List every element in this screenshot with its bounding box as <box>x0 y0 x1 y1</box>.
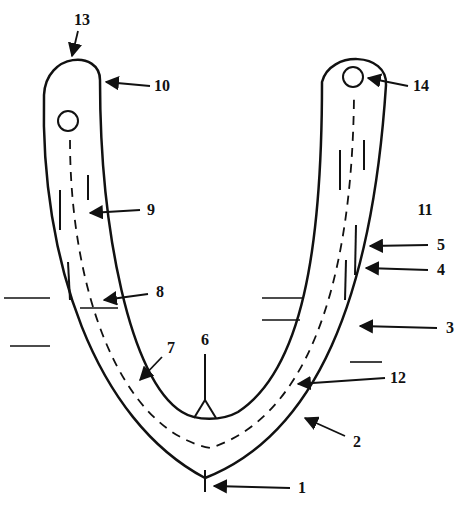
callout-number: 2 <box>351 433 363 451</box>
callout-number: 5 <box>435 236 447 254</box>
nail-hole <box>343 67 363 87</box>
callout-number: 12 <box>388 369 408 387</box>
callout-number: 1 <box>296 479 308 497</box>
groove-marks <box>60 140 364 300</box>
callout-number: 10 <box>152 77 172 95</box>
arch-outline <box>44 59 386 478</box>
nail-hole <box>58 111 78 131</box>
callout-number: 11 <box>415 201 434 219</box>
leader-arrows <box>72 31 437 488</box>
callout-number: 4 <box>435 261 447 279</box>
callout-number: 6 <box>199 331 211 349</box>
center-line <box>70 96 354 448</box>
callout-number: 13 <box>72 11 92 29</box>
reference-lines <box>4 298 382 362</box>
callout-number: 14 <box>411 77 431 95</box>
callout-number: 7 <box>165 339 177 357</box>
callout-number: 9 <box>145 201 157 219</box>
notch-marks <box>194 354 216 492</box>
callout-number: 8 <box>154 283 166 301</box>
callout-number: 3 <box>444 319 456 337</box>
